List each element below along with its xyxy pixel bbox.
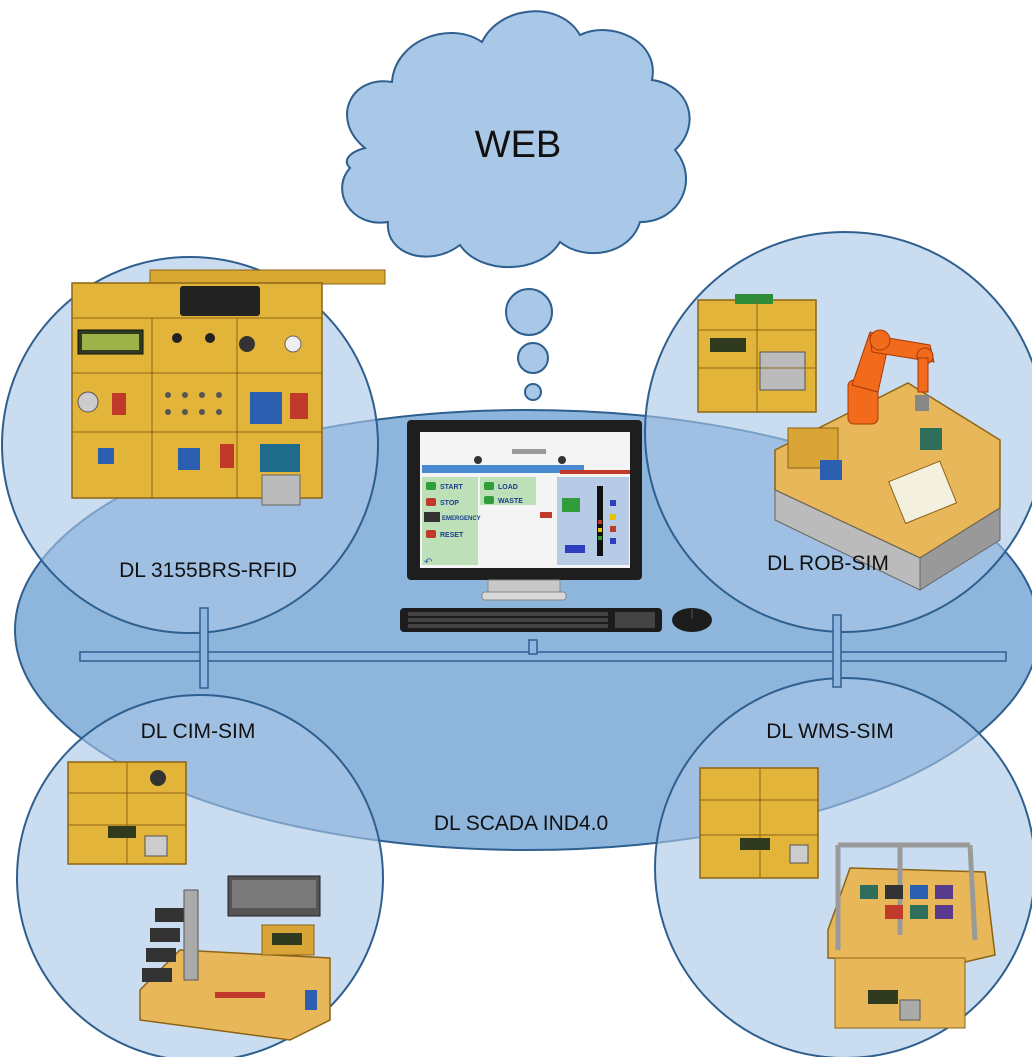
- bus-main-line: [79, 651, 1007, 662]
- bus-drop-rob: [832, 614, 842, 688]
- hmi-start-label: START: [440, 484, 464, 491]
- network-bus: [79, 607, 1007, 689]
- thought-bubble: [505, 288, 553, 336]
- cim-trainer-board: [67, 761, 331, 1041]
- monitor-stand: [487, 579, 561, 593]
- hmi-load-label: LOAD: [498, 484, 518, 491]
- thought-bubble: [524, 383, 542, 401]
- bus-drop-rfid: [199, 607, 209, 689]
- hmi-waste-label: WASTE: [498, 498, 523, 505]
- node-label-wms: DL WMS-SIM: [766, 720, 894, 743]
- cloud-label: WEB: [475, 124, 562, 166]
- bus-drop-computer: [528, 639, 538, 655]
- rob-trainer-board: [697, 294, 1001, 591]
- network-label: DL SCADA IND4.0: [434, 812, 608, 835]
- wms-trainer-board: [699, 767, 996, 1029]
- node-label-rob: DL ROB-SIM: [767, 552, 889, 575]
- node-label-cim: DL CIM-SIM: [141, 720, 256, 743]
- mouse: [672, 608, 712, 632]
- hmi-emergency-label: EMERGENCY: [442, 516, 481, 522]
- node-label-rfid: DL 3155BRS-RFID: [119, 559, 297, 582]
- rfid-trainer-board: [71, 269, 386, 506]
- thought-bubble: [517, 342, 549, 374]
- scada-workstation: START STOP EMERGENCY RESET LOAD WASTE ↶: [400, 420, 712, 632]
- hmi-reset-label: RESET: [440, 532, 464, 539]
- svg-text:↶: ↶: [424, 557, 432, 568]
- hmi-stop-label: STOP: [440, 500, 459, 507]
- web-cloud: [341, 10, 691, 269]
